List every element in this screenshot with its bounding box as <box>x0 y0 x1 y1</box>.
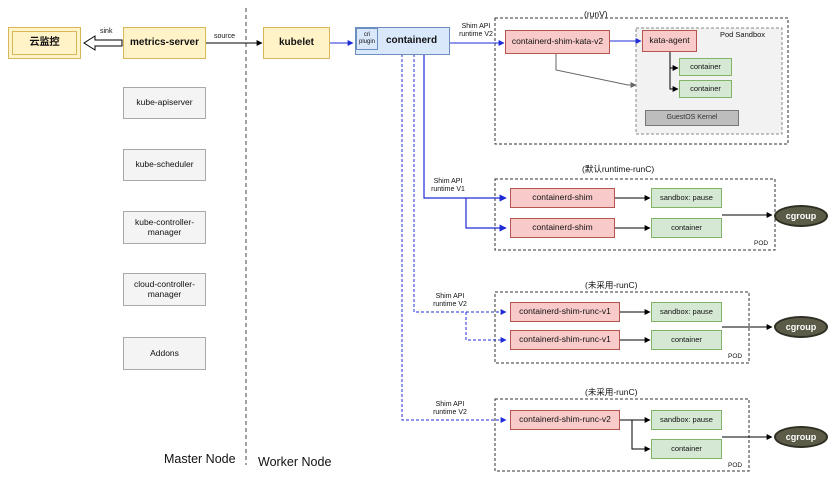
runc-v2-shim-label: containerd-shim-runc-v2 <box>519 414 611 425</box>
sink-arrow <box>83 35 123 51</box>
v2b-line-2 <box>465 312 507 343</box>
kata-agent-box[interactable]: kata-agent <box>642 30 697 52</box>
cri-plugin-label: cri plugin <box>358 32 375 45</box>
runc-v2-container-box[interactable]: container <box>651 439 722 459</box>
kube-scheduler-box[interactable]: kube-scheduler <box>123 149 206 181</box>
metrics-server-box[interactable]: metrics-server <box>123 27 206 59</box>
shim-v2-label-runc-v2: Shim API runtime V2 <box>433 401 467 416</box>
pod-sandbox-title: Pod Sandbox <box>720 30 766 39</box>
runc-v1-container-label: container <box>671 334 702 344</box>
cloud-monitor-box[interactable]: 云监控 <box>8 27 81 59</box>
cloud-monitor-label: 云监控 <box>29 37 60 49</box>
runc-v1-container-box[interactable]: container <box>651 330 722 350</box>
cgroup-1[interactable]: cgroup <box>774 205 828 227</box>
runc-v2-shim[interactable]: containerd-shim-runc-v2 <box>510 410 620 430</box>
default-container-label: container <box>671 222 702 232</box>
cri-plugin-box[interactable]: cri plugin <box>356 28 378 50</box>
master-node-label: Master Node <box>164 452 236 466</box>
kube-apiserver-label: kube-apiserver <box>136 97 193 108</box>
kubelet-label: kubelet <box>278 37 314 49</box>
cgroup-3[interactable]: cgroup <box>774 426 828 448</box>
cgroup-2[interactable]: cgroup <box>774 316 828 338</box>
v1-line-2 <box>465 198 507 232</box>
default-pause-box[interactable]: sandbox: pause <box>651 188 722 208</box>
runc-v1-pause-box[interactable]: sandbox: pause <box>651 302 722 322</box>
default-shim-2-label: containerd-shim <box>532 222 593 233</box>
default-pod-label: POD <box>754 240 769 247</box>
v2c-line <box>401 54 507 423</box>
shim-v1-label: Shim API runtime V1 <box>431 178 465 193</box>
kube-scheduler-label: kube-scheduler <box>135 159 194 170</box>
kube-controller-manager-box[interactable]: kube-controller-manager <box>123 211 206 244</box>
runc-v2-container-label: container <box>671 443 702 453</box>
runc-default-title: (默认runtime-runC) <box>582 164 655 174</box>
kata-sandbox-arrow <box>555 54 637 88</box>
agent-container-2 <box>669 68 679 92</box>
kubelet-box[interactable]: kubelet <box>263 27 330 59</box>
runc-v1-pause-label: sandbox: pause <box>660 306 713 316</box>
runc-v1-shim-1[interactable]: containerd-shim-runc-v1 <box>510 302 620 322</box>
guestos-kernel-box[interactable]: GuestOS Kernel <box>645 110 739 126</box>
runv-title: (runV) <box>584 9 608 19</box>
kata-shim-label: containerd-shim-kata-v2 <box>511 36 604 47</box>
runv-group <box>494 17 789 145</box>
cgroup-1-label: cgroup <box>785 210 817 221</box>
runc-v1-shim-1-label: containerd-shim-runc-v1 <box>519 306 611 317</box>
v2-shim-container <box>631 420 651 452</box>
cgroup-3-label: cgroup <box>785 431 817 442</box>
default-container-box[interactable]: container <box>651 218 722 238</box>
cloud-controller-manager-label: cloud-controller-manager <box>134 278 195 299</box>
cgroup-2-label: cgroup <box>785 321 817 332</box>
v1-line <box>423 54 507 202</box>
cloud-controller-manager-box[interactable]: cloud-controller-manager <box>123 273 206 306</box>
runc-v1-pod-label: POD <box>728 353 743 360</box>
runc-v1-group <box>494 291 750 364</box>
sink-label: sink <box>100 28 113 35</box>
default-shim-2[interactable]: containerd-shim <box>510 218 615 238</box>
runv-container-2[interactable]: container <box>679 80 732 98</box>
shim-v2-label-runv: Shim API runtime V2 <box>459 23 493 38</box>
source-label: source <box>214 33 236 40</box>
worker-node-label: Worker Node <box>258 455 332 469</box>
default-shim-1[interactable]: containerd-shim <box>510 188 615 208</box>
kata-shim-box[interactable]: containerd-shim-kata-v2 <box>505 30 610 54</box>
runc-v1-title: (未采用-runC) <box>585 280 638 290</box>
addons-label: Addons <box>150 347 179 358</box>
kube-apiserver-box[interactable]: kube-apiserver <box>123 87 206 119</box>
runc-v2-pause-label: sandbox: pause <box>660 414 713 424</box>
runc-v1-shim-2-label: containerd-shim-runc-v1 <box>519 334 611 345</box>
metrics-server-label: metrics-server <box>130 37 199 49</box>
guestos-kernel-label: GuestOS Kernel <box>666 113 718 121</box>
runc-v2-group <box>494 398 750 472</box>
default-pause-label: sandbox: pause <box>660 192 713 202</box>
runv-container-2-label: container <box>690 83 721 93</box>
default-shim-1-label: containerd-shim <box>532 192 593 203</box>
addons-box[interactable]: Addons <box>123 337 206 370</box>
kube-controller-manager-label: kube-controller-manager <box>134 216 195 237</box>
runv-container-1[interactable]: container <box>679 58 732 76</box>
runc-v1-shim-2[interactable]: containerd-shim-runc-v1 <box>510 330 620 350</box>
runc-v2-pause-box[interactable]: sandbox: pause <box>651 410 722 430</box>
containerd-label: containerd <box>385 35 438 47</box>
runc-v2-title: (未采用-runC) <box>585 387 638 397</box>
kata-agent-label: kata-agent <box>649 35 690 46</box>
shim-v2-label-runc-v1: Shim API runtime V2 <box>433 293 467 308</box>
v2b-line <box>413 54 507 315</box>
runc-v2-pod-label: POD <box>728 462 743 469</box>
runv-container-1-label: container <box>690 61 721 71</box>
